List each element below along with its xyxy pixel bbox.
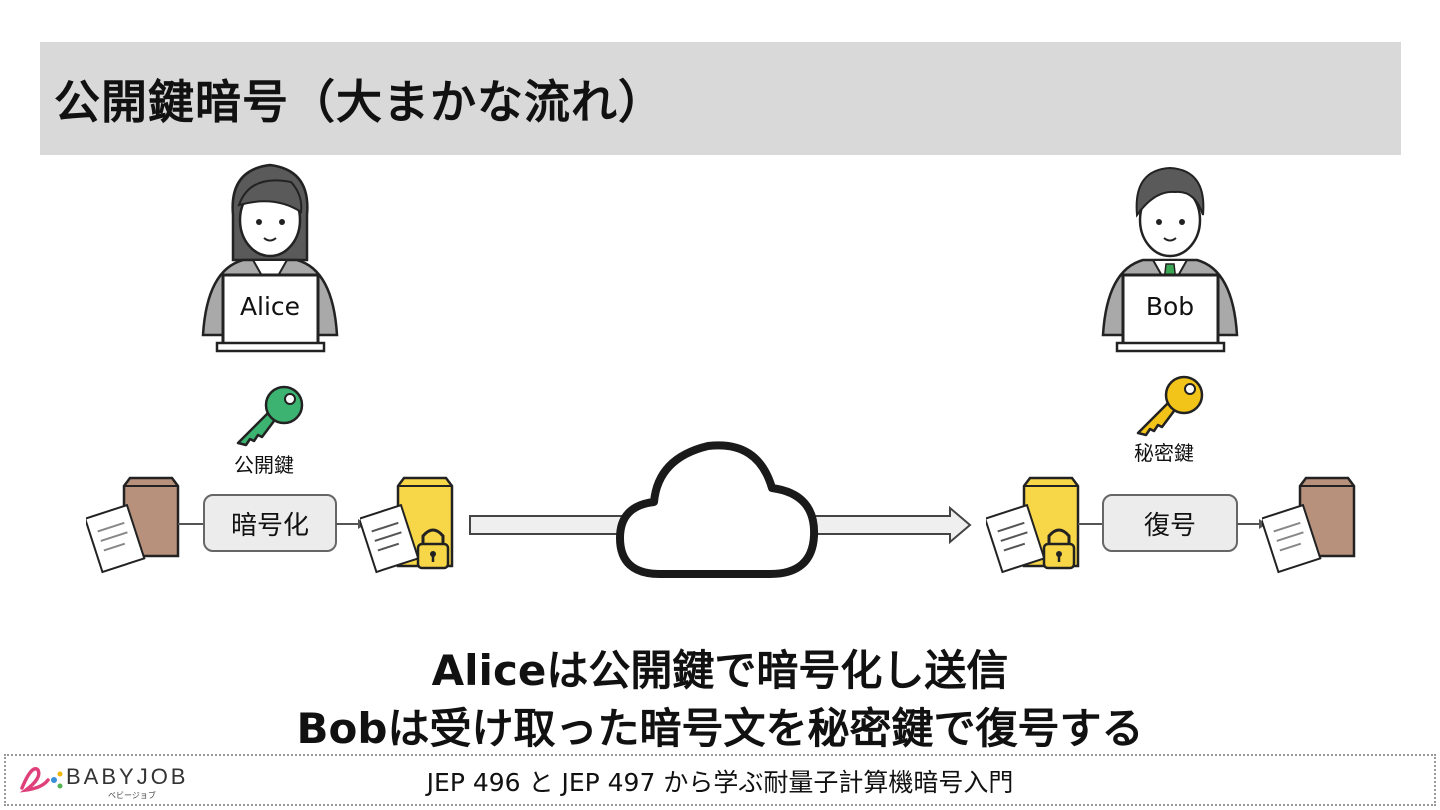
alice-illustration <box>201 163 339 353</box>
decrypt-step-box: 復号 <box>1102 494 1238 552</box>
public-key-label: 公開鍵 <box>234 453 294 477</box>
page-title: 公開鍵暗号（大まかな流れ） <box>54 75 665 129</box>
private-key-icon <box>1136 375 1204 437</box>
bob-illustration <box>1101 166 1239 353</box>
connector-line-right <box>1078 523 1104 525</box>
decrypt-step-label: 復号 <box>1143 510 1196 541</box>
encrypt-step-box: 暗号化 <box>203 494 337 552</box>
title-bar <box>40 42 1401 155</box>
plaintext-document-icon <box>86 476 180 574</box>
alice-label: Alice <box>239 292 301 321</box>
footer-logo: BABYJOB <box>66 764 189 789</box>
footer-title: JEP 496 と JEP 497 から学ぶ耐量子計算機暗号入門 <box>426 768 1014 797</box>
decrypted-document-icon <box>1262 476 1356 574</box>
summary-line-1: Aliceは公開鍵で暗号化し送信 <box>431 646 1009 695</box>
footer-bar <box>4 754 1436 806</box>
summary-line-2: Bobは受け取った暗号文を秘密鍵で復号する <box>296 704 1144 753</box>
received-encrypted-document-icon <box>986 476 1080 574</box>
encrypt-step-label: 暗号化 <box>230 510 309 541</box>
babyjob-logo-mark-icon <box>19 767 63 793</box>
cloud-icon <box>616 441 819 578</box>
bob-label: Bob <box>1145 292 1195 321</box>
encrypted-document-icon <box>360 476 454 574</box>
public-key-icon <box>236 385 304 447</box>
footer-logo-sub: ベビージョブ <box>108 791 156 800</box>
private-key-label: 秘密鍵 <box>1134 441 1194 465</box>
